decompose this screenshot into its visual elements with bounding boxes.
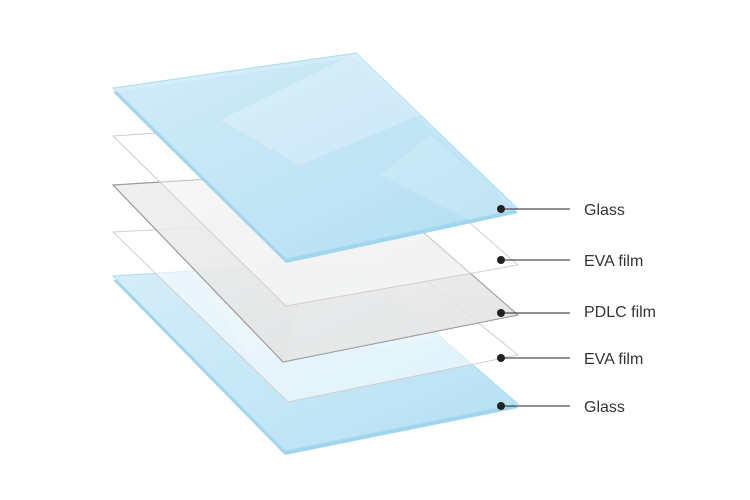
label-glass-bottom: Glass (584, 399, 625, 416)
leader-dot (497, 256, 505, 264)
leader-glass-bottom (497, 402, 570, 410)
label-eva-film-top: EVA film (584, 253, 644, 270)
leader-dot (497, 402, 505, 410)
leader-eva-bottom (497, 354, 570, 362)
glass-layer-top (111, 52, 520, 263)
leader-dot (497, 309, 505, 317)
label-eva-film-bottom: EVA film (584, 351, 644, 368)
label-pdlc-film: PDLC film (584, 304, 657, 321)
label-glass-top: Glass (584, 202, 625, 219)
leader-eva-top (497, 256, 570, 264)
leader-dot (497, 354, 505, 362)
leader-dot (497, 205, 505, 213)
leader-pdlc (497, 309, 570, 317)
leader-glass-top (497, 205, 570, 213)
